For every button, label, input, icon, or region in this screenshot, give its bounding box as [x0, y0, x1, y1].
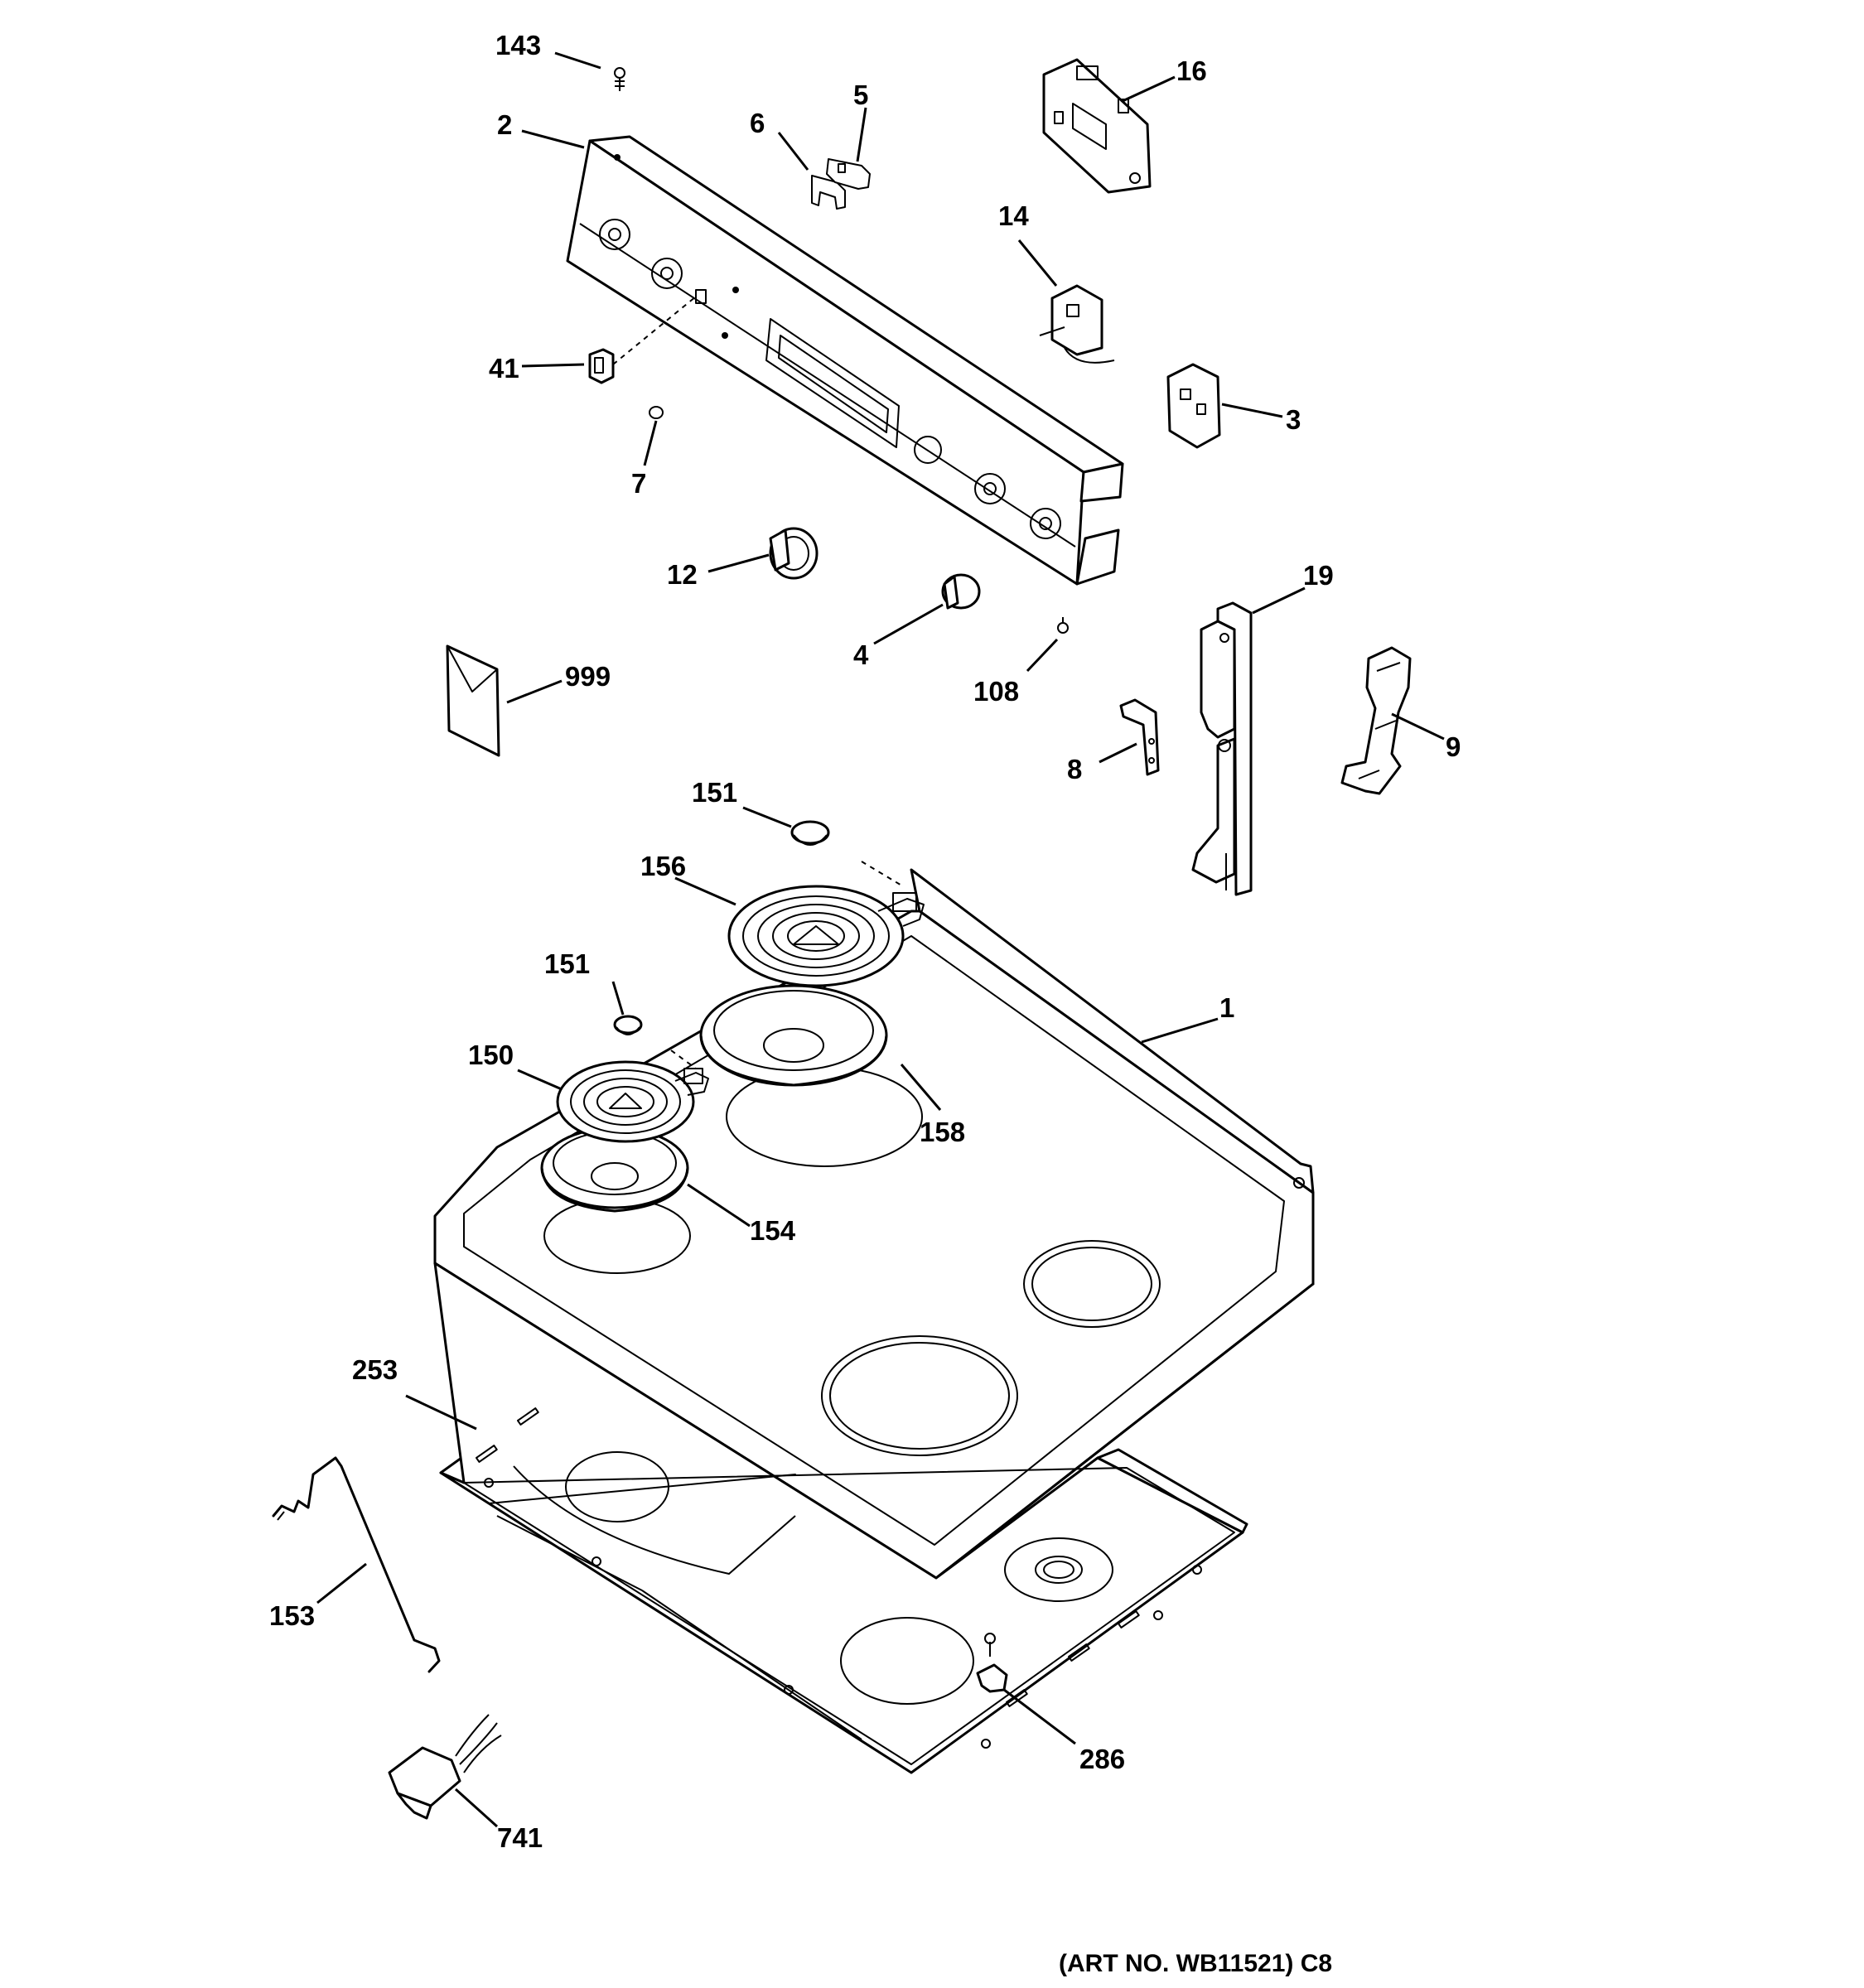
end-cap-9-icon: [1340, 646, 1412, 795]
plug-7-icon: [649, 406, 664, 419]
callout-150: 150: [468, 1040, 514, 1070]
infinite-switch-14-icon: [1039, 284, 1115, 364]
callout-labels: 143 2 6 5 16 14 41 3 7 12 19 4 108 999 9…: [269, 30, 1461, 1853]
callout-8: 8: [1067, 754, 1082, 784]
callout-153: 153: [269, 1600, 315, 1631]
callout-16: 16: [1176, 55, 1207, 86]
callout-151-upper: 151: [692, 777, 737, 808]
bracket-6-icon: [811, 175, 846, 210]
knob-4-icon: [941, 573, 981, 610]
rocker-switch-41-icon: [588, 348, 615, 384]
drip-pan-158-icon: [699, 984, 888, 1087]
callout-741: 741: [497, 1822, 543, 1853]
callout-108: 108: [973, 676, 1019, 707]
screw-143-icon: [614, 67, 625, 91]
callout-14: 14: [998, 200, 1029, 231]
callout-19: 19: [1303, 560, 1334, 591]
callout-154: 154: [750, 1215, 796, 1246]
callout-158: 158: [920, 1117, 965, 1147]
clip-286-icon: [976, 1633, 1008, 1693]
trim-ring-151-upper-icon: [790, 820, 830, 846]
callout-2: 2: [497, 109, 512, 140]
callout-143: 143: [495, 30, 541, 60]
burner-box-253: [433, 1262, 1248, 1774]
callout-4: 4: [853, 639, 869, 670]
switch-3-icon: [1166, 363, 1221, 449]
callout-151-lower: 151: [544, 948, 590, 979]
screw-108-icon: [1057, 617, 1069, 634]
bracket-8-icon: [1119, 698, 1160, 776]
literature-999-icon: [446, 644, 500, 757]
control-panel-backsplash: [566, 135, 1124, 586]
bracket-5-icon: [826, 158, 871, 190]
knob-12-icon: [769, 527, 819, 580]
callout-6: 6: [750, 108, 765, 138]
callout-156: 156: [640, 851, 686, 881]
side-bracket-19-icon: [1191, 601, 1253, 896]
callout-5: 5: [853, 80, 868, 110]
wire-rod-153-icon: [272, 1456, 441, 1673]
callout-7: 7: [631, 468, 646, 499]
callout-9: 9: [1446, 731, 1461, 762]
callout-253: 253: [352, 1354, 398, 1385]
surface-unit-156-icon: [727, 861, 925, 987]
callout-12: 12: [667, 559, 698, 590]
callout-leader-lines: [316, 51, 1445, 1828]
surface-unit-150-icon: [556, 1049, 709, 1143]
terminal-block-741-icon: [388, 1714, 502, 1820]
callout-286: 286: [1079, 1744, 1125, 1774]
art-number-label: (ART NO. WB11521) C8: [1059, 1950, 1333, 1977]
callout-41: 41: [489, 353, 519, 384]
callout-999: 999: [565, 661, 611, 692]
electronic-control-16-icon: [1042, 58, 1152, 194]
callout-1: 1: [1219, 992, 1234, 1023]
trim-ring-151-lower-icon: [613, 1015, 643, 1035]
callout-3: 3: [1286, 404, 1301, 435]
